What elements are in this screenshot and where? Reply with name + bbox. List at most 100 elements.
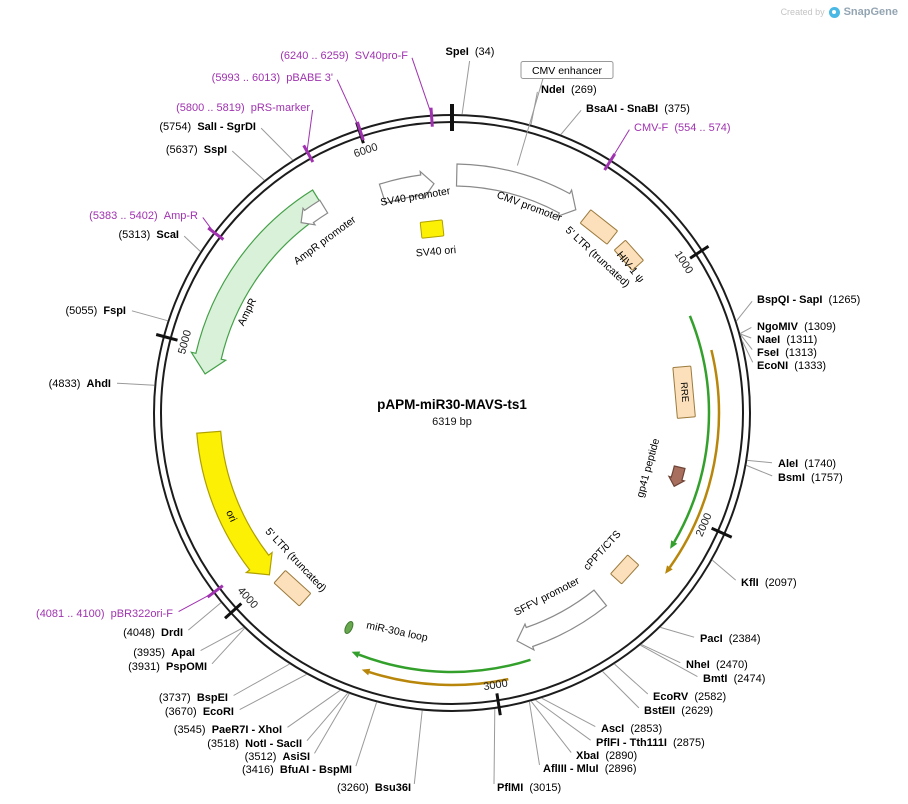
arc-green-right[interactable] (673, 315, 711, 543)
enzyme-label-ecorv-2582[interactable]: EcoRV (2582) (653, 691, 726, 703)
enzyme-label-bspqi-sapi-1265[interactable]: BspQI - SapI (1265) (757, 294, 860, 306)
enzyme-callout-pflfi-tth111i-2875 (535, 699, 591, 741)
arc-gold-right[interactable] (668, 349, 721, 569)
enzyme-label-5055-fspi[interactable]: (5055) FspI (65, 305, 126, 317)
feature-label-gp41-peptide[interactable]: gp41 peptide (634, 437, 662, 499)
enzyme-callout-fsei-1313 (740, 334, 753, 350)
plasmid-name: pAPM-miR30-MAVS-ts1 (377, 397, 527, 412)
primer-label-6240-6259-sv40pro-f[interactable]: (6240 .. 6259) SV40pro-F (280, 50, 408, 62)
feature-label-ori[interactable]: ori (223, 508, 239, 524)
enzyme-label-3931-pspomi[interactable]: (3931) PspOMI (128, 661, 207, 673)
enzyme-label-asci-2853[interactable]: AscI (2853) (601, 723, 662, 735)
enzyme-label-paci-2384[interactable]: PacI (2384) (700, 633, 761, 645)
enzyme-callout-5754-sali-sgrdi (260, 127, 294, 161)
enzyme-callout-bsmi-1757 (746, 464, 773, 477)
snapgene-brand-text: SnapGene (843, 6, 898, 18)
primer-label-cmv-f-554-574[interactable]: CMV-F (554 .. 574) (634, 122, 731, 134)
enzyme-label-5637-sspi[interactable]: (5637) SspI (166, 144, 227, 156)
primer-label-4081-4100-pbr322ori-f[interactable]: (4081 .. 4100) pBR322ori-F (36, 608, 173, 620)
position-tick-label-1000: 1000 (672, 249, 695, 276)
enzyme-callout-xbai-2890 (530, 700, 572, 753)
enzyme-label-nhei-2470[interactable]: NheI (2470) (686, 659, 748, 671)
enzyme-callout-5055-fspi (131, 310, 168, 322)
primer-callout-5993-6013-pbabe-3 (336, 79, 361, 129)
enzyme-label-3260-bsu36i[interactable]: (3260) Bsu36I (337, 782, 411, 794)
feature-mir30a-loop[interactable] (343, 620, 354, 635)
enzyme-label-3935-apai[interactable]: (3935) ApaI (133, 647, 195, 659)
enzyme-callout-5313-scai (183, 235, 201, 252)
enzyme-callout-4048-drdi (187, 602, 222, 631)
enzyme-label-kfli-2097[interactable]: KflI (2097) (741, 577, 797, 589)
enzyme-label-spei-34[interactable]: SpeI (34) (446, 46, 495, 58)
enzyme-label-5754-sali-sgrdi[interactable]: (5754) SalI - SgrDI (159, 121, 256, 133)
position-tick-label-6000: 6000 (352, 141, 379, 160)
enzyme-label-3545-paer7i-xhoi[interactable]: (3545) PaeR7I - XhoI (174, 724, 282, 736)
feature-gp41-peptide[interactable] (667, 465, 686, 488)
feature-hiv1-psi[interactable] (614, 240, 644, 271)
enzyme-callout-alei-1740 (747, 459, 773, 464)
position-tick-label-5000: 5000 (176, 329, 194, 356)
enzyme-label-afliii-mlui-2896[interactable]: AflIII - MluI (2896) (543, 763, 637, 775)
enzyme-label-3737-bspei[interactable]: (3737) BspEI (159, 692, 228, 704)
feature-cppt-cts[interactable] (610, 554, 639, 585)
enzyme-label-ngomiv-1309[interactable]: NgoMIV (1309) (757, 321, 836, 333)
primer-label-5800-5819-prs-marker[interactable]: (5800 .. 5819) pRS-marker (176, 102, 310, 114)
enzyme-callout-bsteii-2629 (602, 671, 640, 709)
feature-rre[interactable] (672, 365, 696, 419)
enzyme-callout-3935-apai (200, 626, 244, 652)
enzyme-label-econi-1333[interactable]: EcoNI (1333) (757, 360, 826, 372)
enzyme-callout-3545-paer7i-xhoi (287, 689, 341, 728)
enzyme-label-bmti-2474[interactable]: BmtI (2474) (703, 673, 765, 685)
enzyme-label-4048-drdi[interactable]: (4048) DrdI (123, 627, 183, 639)
feature-ampr[interactable] (190, 189, 328, 375)
enzyme-label-alei-1740[interactable]: AleI (1740) (778, 458, 836, 470)
position-tick-label-2000: 2000 (694, 511, 715, 538)
enzyme-label-naei-1311[interactable]: NaeI (1311) (757, 334, 817, 346)
enzyme-label-bsteii-2629[interactable]: BstEII (2629) (644, 705, 713, 717)
primer-label-5383-5402-amp-r[interactable]: (5383 .. 5402) Amp-R (89, 210, 198, 222)
enzyme-callout-bsaai-snabi-375 (560, 109, 582, 135)
enzyme-callout-afliii-mlui-2896 (528, 701, 540, 766)
feature-label-mir30a-loop[interactable]: miR-30a loop (365, 619, 429, 644)
enzyme-label-fsei-1313[interactable]: FseI (1313) (757, 347, 817, 359)
enzyme-label-3512-asisi[interactable]: (3512) AsiSI (245, 751, 310, 763)
feature-sffv-promoter[interactable] (516, 589, 608, 652)
primer-tick (302, 144, 315, 163)
feature-label-sv40-ori[interactable]: SV40 ori (415, 244, 456, 259)
feature-cmv-promoter[interactable] (455, 163, 577, 218)
enzyme-label-ndei-269[interactable]: NdeI (269) (541, 84, 597, 96)
enzyme-label-xbai-2890[interactable]: XbaI (2890) (576, 750, 637, 762)
feature-sv40-ori[interactable] (419, 219, 445, 239)
enzyme-callout-3416-bfuai-bspmi (355, 702, 378, 767)
enzyme-label-3670-ecori[interactable]: (3670) EcoRI (165, 706, 234, 718)
arc-gold-bottom[interactable] (368, 670, 509, 687)
enzyme-label-4833-ahdi[interactable]: (4833) AhdI (49, 378, 111, 390)
enzyme-callout-econi-1333 (741, 340, 754, 363)
arc-gold-bottom-arrowhead (361, 668, 371, 676)
feature-label-rre[interactable]: RRE (678, 382, 691, 403)
primer-label-5993-6013-pbabe-3[interactable]: (5993 .. 6013) pBABE 3' (212, 72, 333, 84)
enzyme-label-pflfi-tth111i-2875[interactable]: PflFI - Tth111I (2875) (596, 737, 705, 749)
feature-cmv-enhancer-box[interactable] (520, 61, 614, 79)
enzyme-callout-spei-34 (461, 60, 471, 115)
feature-ori[interactable] (196, 430, 273, 576)
enzyme-label-bsmi-1757[interactable]: BsmI (1757) (778, 472, 843, 484)
enzyme-label-pflmi-3015[interactable]: PflMI (3015) (497, 782, 561, 794)
enzyme-callout-naei-1311 (740, 333, 752, 339)
primer-tick (429, 107, 434, 127)
arc-green-bottom[interactable] (358, 653, 531, 674)
enzyme-callout-3518-noti-sacii (306, 692, 349, 742)
plasmid-size: 6319 bp (432, 416, 472, 428)
feature-ampr-promoter[interactable] (300, 199, 329, 226)
feature-ltr5-bottom[interactable] (273, 570, 311, 607)
feature-ltr5-top[interactable] (580, 209, 618, 245)
feature-sv40-promoter[interactable] (378, 169, 435, 205)
enzyme-label-bsaai-snabi-375[interactable]: BsaAI - SnaBI (375) (586, 103, 690, 115)
enzyme-label-3416-bfuai-bspmi[interactable]: (3416) BfuAI - BspMI (242, 764, 352, 776)
arc-green-right-arrowhead (670, 540, 678, 549)
enzyme-label-5313-scai[interactable]: (5313) ScaI (118, 229, 179, 241)
plasmid-ring-outer (153, 114, 751, 712)
enzyme-label-3518-noti-sacii[interactable]: (3518) NotI - SacII (207, 738, 302, 750)
